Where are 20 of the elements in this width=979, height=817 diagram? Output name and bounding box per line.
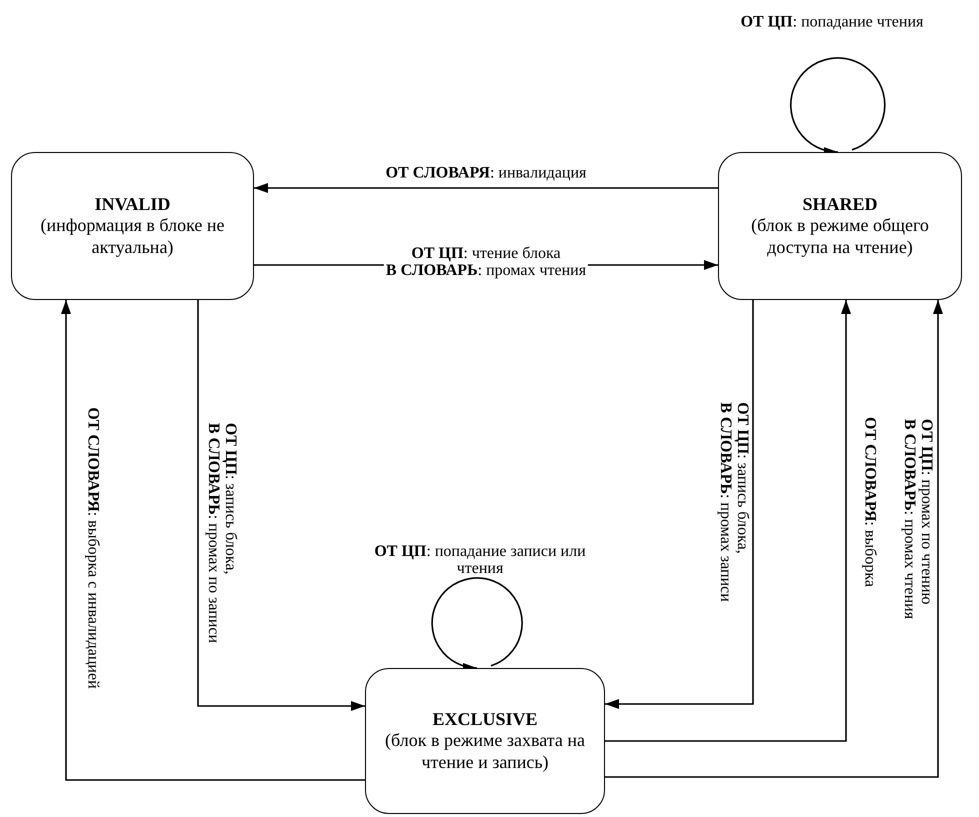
state-box — [365, 668, 605, 814]
transition-arrow — [61, 300, 365, 781]
edge-label: ОТ ЦП: чтение блока В СЛОВАРЬ: промах чтения — [384, 245, 588, 279]
transition-arrow — [254, 183, 718, 193]
transition-arrow — [197, 300, 365, 711]
edge-label: ОТ СЛОВАРЯ: инвалидация — [384, 164, 588, 182]
state-description: (блок в режиме захвата на чтение и запись) — [384, 730, 586, 774]
state-name: EXCLUSIVE — [432, 708, 538, 730]
state-name: SHARED — [802, 194, 878, 216]
edge-label: ОТ СЛОВАРЯ: выборка с инвалидацией — [84, 405, 102, 691]
state-description: (информация в блоке не актуальна) — [39, 215, 226, 258]
state-description: (блок в режиме общего доступа на чтение) — [750, 215, 930, 258]
transition-arrow — [605, 300, 754, 709]
edge-label: ОТ ЦП: попадание чтения — [738, 14, 926, 30]
transition-arrow — [605, 300, 851, 742]
transition-arrow — [605, 300, 943, 778]
state-box — [11, 152, 254, 300]
state-box — [718, 152, 962, 300]
state-name: INVALID — [94, 194, 170, 216]
edge-label: ОТ СЛОВАРЯ: выборка — [862, 415, 878, 589]
